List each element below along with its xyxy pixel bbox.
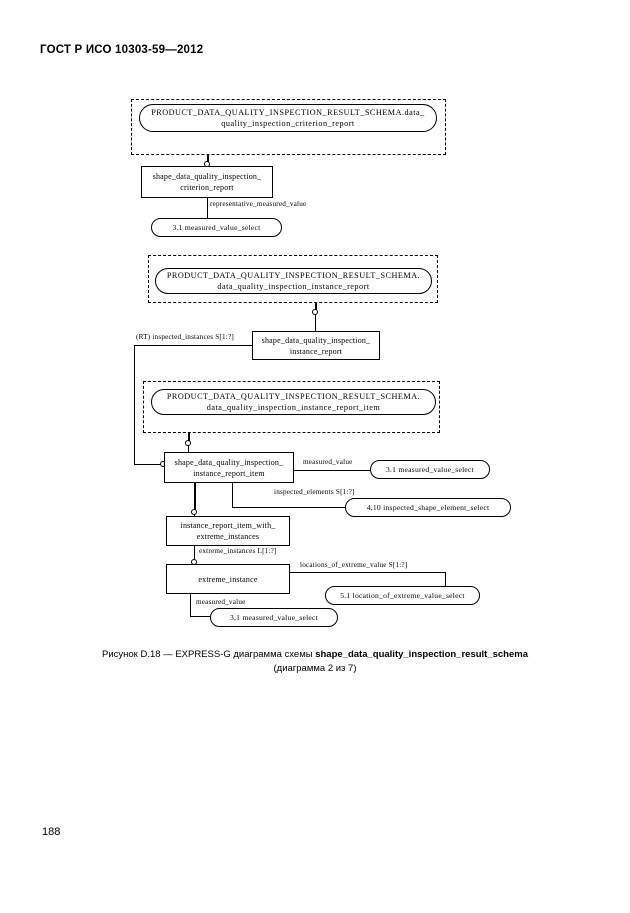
edge-inspected-instances-horizontal-top	[134, 345, 252, 346]
edge-inspected-elements-horizontal	[232, 507, 420, 508]
entity-line1: shape_data_quality_inspection_	[174, 457, 284, 467]
page-header-standard-number: ГОСТ Р ИСО 10303-59—2012	[40, 44, 204, 56]
entity-shape-data-quality-inspection-criterion-report[interactable]: shape_data_quality_inspection_ criterion…	[141, 166, 273, 198]
express-g-diagram: PRODUCT_DATA_QUALITY_INSPECTION_RESULT_S…	[131, 99, 511, 627]
schema-ref-line1: PRODUCT_DATA_QUALITY_INSPECTION_RESULT_S…	[166, 392, 421, 401]
schema-ref-instance-report-item[interactable]: PRODUCT_DATA_QUALITY_INSPECTION_RESULT_S…	[151, 389, 436, 415]
edge-extreme-instances-vertical	[194, 546, 195, 562]
schema-ref-instance-report[interactable]: PRODUCT_DATA_QUALITY_INSPECTION_RESULT_S…	[155, 268, 432, 294]
select-measured-value-mid[interactable]: 3.1 measured_value_select	[370, 460, 490, 479]
edge-measured-value-mid-horizontal	[294, 470, 372, 471]
edge-locations-of-extreme-value-horizontal	[290, 572, 446, 573]
entity-line1: extreme_instance	[198, 574, 258, 584]
label-representative-measured-value: representative_measured_value	[210, 200, 307, 208]
schema-ref-line2: quality_inspection_criterion_report	[221, 119, 355, 128]
edge-measured-value-bottom-horizontal	[190, 616, 212, 617]
entity-line2: criterion_report	[180, 183, 234, 192]
connector-instance-report-vertical	[315, 303, 317, 312]
connector-instance-report-item-stub	[188, 445, 189, 453]
schema-ref-line1: PRODUCT_DATA_QUALITY_INSPECTION_RESULT_S…	[166, 271, 421, 280]
edge-inspected-instances-vertical	[134, 345, 135, 464]
label-extreme-instances: extreme_instances L[1:?]	[199, 547, 277, 555]
schema-frame-instance-report-item	[143, 381, 440, 433]
schema-ref-criterion-report[interactable]: PRODUCT_DATA_QUALITY_INSPECTION_RESULT_S…	[139, 104, 437, 132]
entity-line1: instance_report_item_with_	[180, 521, 276, 530]
edge-inspected-elements-vertical	[232, 483, 233, 507]
connector-criterion-report-vertical	[207, 155, 209, 164]
entity-extreme-instance[interactable]: extreme_instance	[166, 564, 290, 594]
entity-line1: shape_data_quality_inspection_	[152, 172, 262, 181]
select-location-of-extreme-value[interactable]: 5.1 location_of_extreme_value_select	[325, 586, 480, 605]
label-inspected-elements: inspected_elements S[1:?]	[274, 488, 355, 496]
edge-representative-measured-value-vertical	[207, 198, 208, 223]
label-measured-value-mid: measured_value	[303, 458, 353, 466]
schema-frame-instance-report	[148, 255, 438, 303]
select-measured-value-top[interactable]: 3.1 measured_value_select	[151, 218, 282, 237]
entity-shape-data-quality-inspection-instance-report-item[interactable]: shape_data_quality_inspection_ instance_…	[164, 452, 294, 483]
label-inspected-instances: (RT) inspected_instances S[1:?]	[136, 333, 234, 341]
entity-shape-data-quality-inspection-instance-report[interactable]: shape_data_quality_inspection_ instance_…	[252, 331, 380, 360]
label-locations-of-extreme-value: locations_of_extreme_value S[1:?]	[300, 561, 408, 569]
schema-ref-line2: data_quality_inspection_instance_report_…	[206, 403, 381, 412]
connector-instance-report-stub	[315, 314, 316, 332]
select-measured-value-bottom[interactable]: 3,1 measured_value_select	[210, 608, 338, 627]
figure-caption-sub: (диаграмма 2 из 7)	[273, 663, 357, 674]
edge-inspected-instances-horizontal-bottom	[134, 464, 162, 465]
entity-line2: extreme_instances	[196, 532, 260, 541]
schema-ref-line2: data_quality_inspection_instance_report	[217, 282, 370, 291]
figure-caption: Рисунок D.18 — EXPRESS-G диаграмма схемы…	[40, 648, 590, 676]
edge-locations-of-extreme-value-vertical	[445, 572, 446, 588]
figure-caption-prefix: Рисунок D.18 — EXPRESS-G диаграмма схемы	[102, 649, 316, 660]
select-inspected-shape-element[interactable]: 4,10 inspected_shape_element_select	[345, 498, 511, 517]
connector-item-with-extreme-vertical	[194, 483, 196, 511]
figure-caption-schema-name: shape_data_quality_inspection_result_sch…	[315, 649, 528, 660]
connector-item-with-extreme-stub	[194, 514, 195, 517]
connector-instance-report-item-vertical	[188, 433, 190, 443]
label-measured-value-bottom: measured_value	[196, 598, 246, 606]
entity-line2: instance_report_item	[193, 468, 265, 478]
entity-line1: shape_data_quality_inspection_	[261, 335, 371, 345]
entity-line2: instance_report	[289, 346, 343, 356]
schema-frame-criterion-report	[131, 99, 446, 155]
entity-instance-report-item-with-extreme-instances[interactable]: instance_report_item_with_ extreme_insta…	[166, 516, 290, 546]
page-number: 188	[42, 826, 61, 838]
edge-measured-value-bottom-vertical	[190, 594, 191, 616]
schema-ref-line1: PRODUCT_DATA_QUALITY_INSPECTION_RESULT_S…	[151, 108, 425, 117]
